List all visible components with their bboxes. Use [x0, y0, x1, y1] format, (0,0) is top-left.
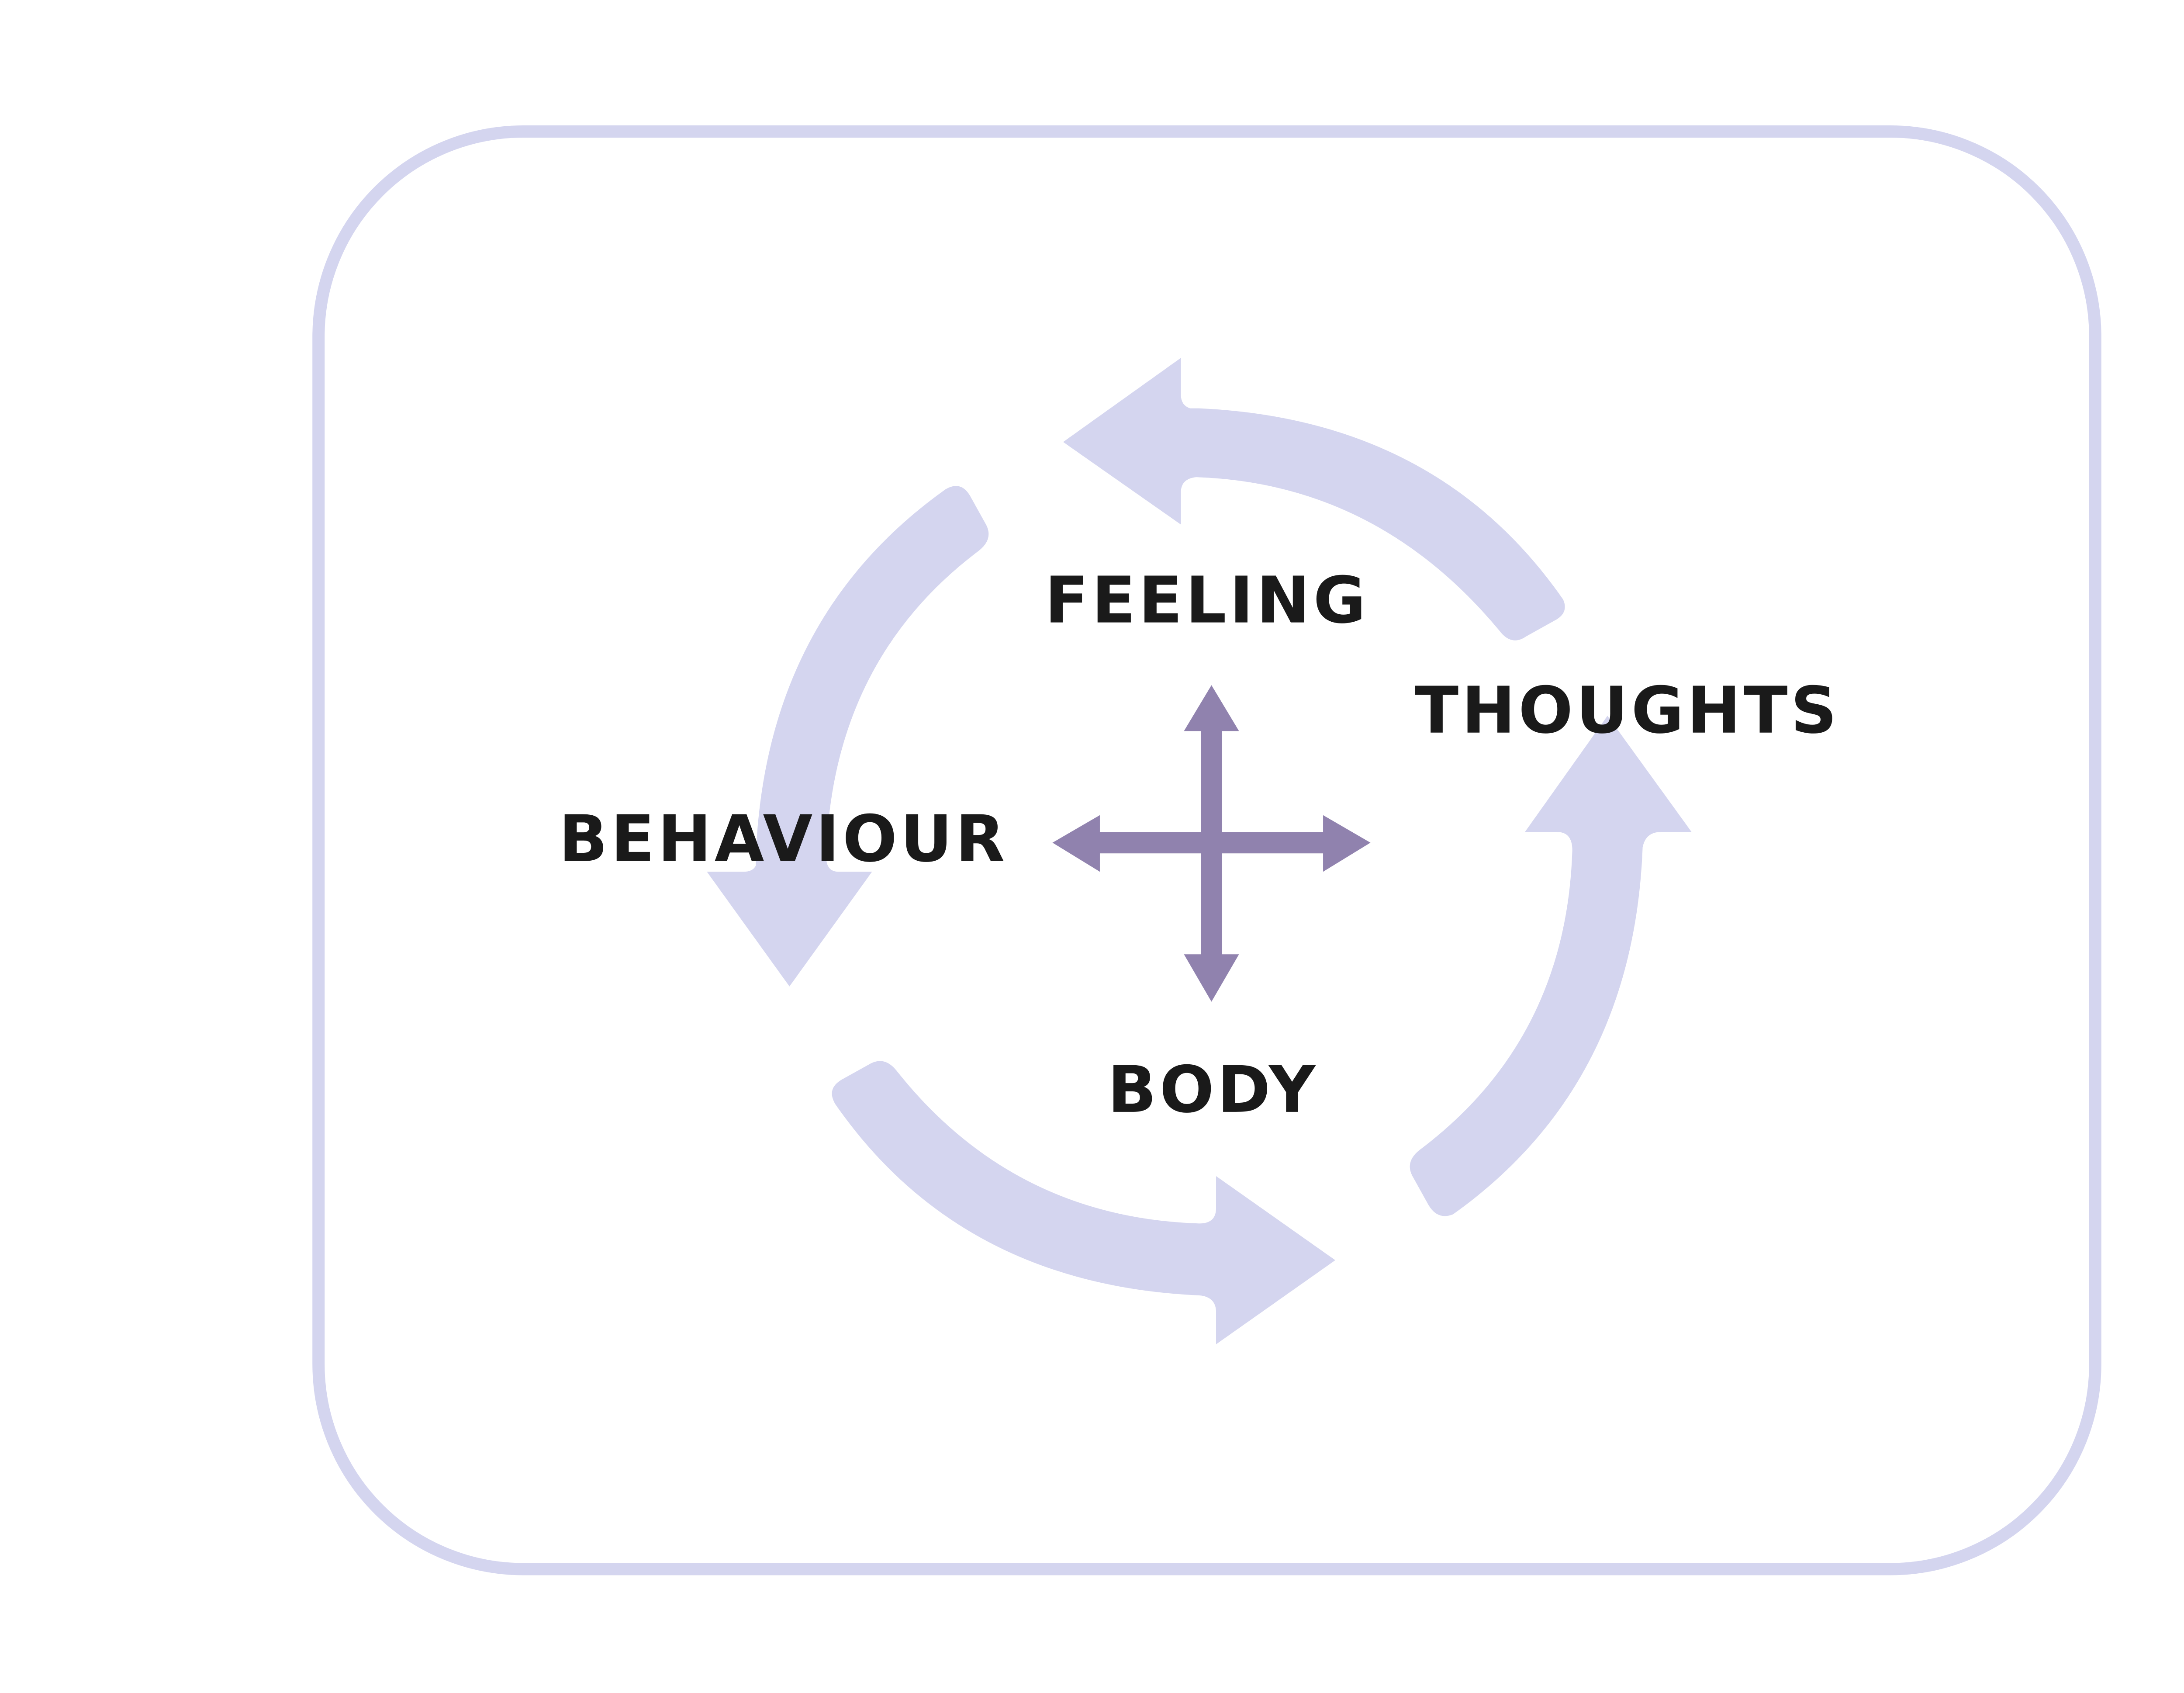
- frame-border: [312, 125, 2101, 1575]
- cycle-arrow-right: [1410, 716, 1692, 1216]
- arrowhead-right: [1323, 815, 1371, 872]
- arrowhead-left: [1052, 815, 1100, 872]
- horizontal-shaft: [1098, 832, 1325, 854]
- cycle-arrow-bottom: [832, 1061, 1336, 1344]
- label-thoughts: THOUGHTS: [1415, 673, 1840, 748]
- cycle-arrow-left: [707, 486, 989, 987]
- cycle-arrow-top: [1063, 358, 1565, 641]
- label-feeling: FEELING: [1045, 563, 1369, 638]
- four-way-arrow-icon: [1052, 685, 1371, 1002]
- arrowhead-down: [1184, 954, 1239, 1002]
- label-behaviour: BEHAVIOUR: [559, 802, 1008, 876]
- label-body: BODY: [1108, 1052, 1319, 1127]
- arrowhead-up: [1184, 685, 1239, 731]
